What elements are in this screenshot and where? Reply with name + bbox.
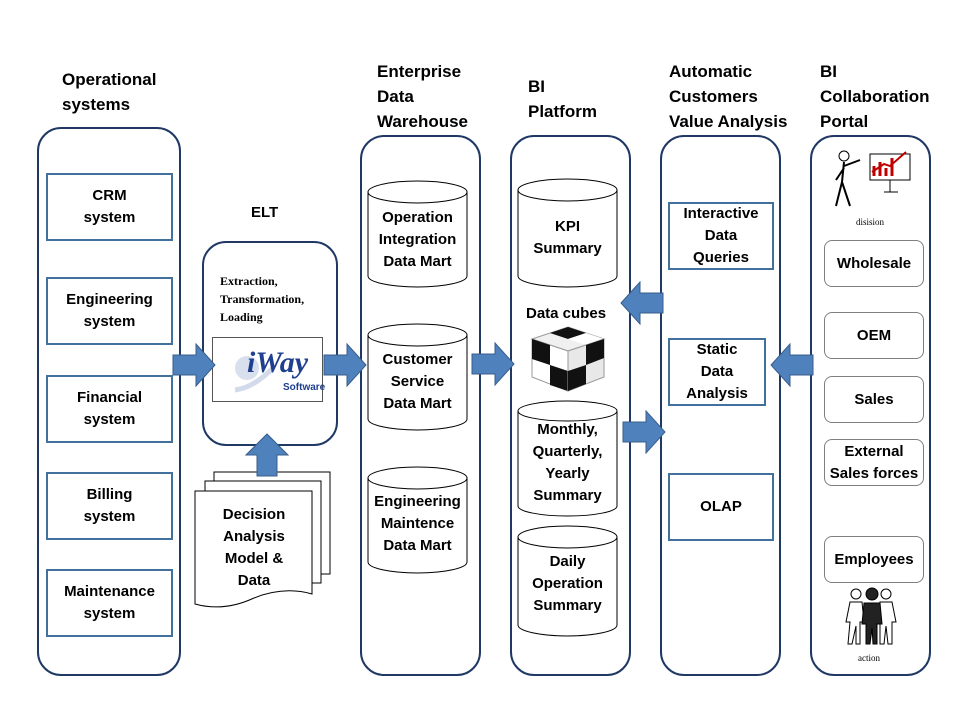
header-collaboration-portal: BI Collaboration Portal — [820, 62, 930, 131]
iway-logo: iWay Software — [212, 337, 326, 402]
engineering-maintence-label: Engineering Maintence Data Mart — [374, 493, 461, 554]
oem-item: OEM — [824, 312, 924, 359]
decision-document-label: Decision Analysis Model & Data — [222, 506, 286, 589]
customer-service-data-mart: Customer Service Data Mart — [367, 323, 468, 431]
billing-system-box: Billing system — [46, 472, 173, 540]
kpi-summary-label: KPI Summary — [533, 218, 602, 257]
periodic-summary-label: Monthly, Quarterly, Yearly Summary — [532, 421, 603, 504]
operation-integration-data-mart: Operation Integration Data Mart — [367, 180, 468, 288]
arrow-bi-to-analysis — [622, 410, 666, 454]
header-operational-systems: Operational systems — [62, 70, 157, 114]
data-cubes-label: Data cubes — [526, 305, 607, 322]
interactive-data-queries-box: Interactive Data Queries — [668, 202, 774, 270]
engineering-system-box: Engineering system — [46, 277, 173, 345]
iway-logo-graphic — [234, 356, 275, 393]
people-group-icon — [842, 586, 902, 646]
daily-operation-label: Daily Operation Summary — [532, 553, 603, 614]
customer-service-label: Customer Service Data Mart — [382, 351, 453, 412]
arrow-ops-to-elt — [172, 343, 216, 387]
daily-operation-cylinder: Daily Operation Summary — [517, 525, 618, 637]
operation-integration-label: Operation Integration Data Mart — [378, 209, 457, 270]
arrow-elt-to-edw — [323, 343, 367, 387]
arrow-edw-to-bi — [471, 342, 515, 386]
periodic-summary-cylinder: Monthly, Quarterly, Yearly Summary — [517, 400, 618, 518]
arrow-analysis-to-bi — [620, 281, 664, 325]
header-elt: ELT — [251, 204, 279, 221]
external-sales-forces-item: External Sales forces — [824, 439, 924, 486]
crm-system-box: CRM system — [46, 173, 173, 241]
iway-logo-subtext: Software — [283, 382, 326, 393]
decision-presenter-icon — [832, 148, 914, 212]
data-cube-icon — [528, 325, 608, 395]
financial-system-box: Financial system — [46, 375, 173, 443]
wholesale-item: Wholesale — [824, 240, 924, 287]
maintenance-system-box: Maintenance system — [46, 569, 173, 637]
header-bi-platform: BI Platform — [528, 77, 597, 121]
decision-document-stack: Decision Analysis Model & Data — [194, 470, 334, 615]
arrow-portal-to-analysis — [770, 343, 814, 387]
header-customer-value-analysis: Automatic Customers Value Analysis — [669, 62, 788, 131]
document-stack-icon — [194, 471, 331, 608]
olap-box: OLAP — [668, 473, 774, 541]
elt-steps-text: Extraction, Transformation, Loading — [220, 274, 305, 324]
sales-item: Sales — [824, 376, 924, 423]
kpi-summary-cylinder: KPI Summary — [517, 178, 618, 288]
arrow-decision-up-to-elt — [245, 433, 289, 477]
iway-logo-text: iWay — [247, 346, 309, 379]
decision-caption: disision — [856, 217, 885, 227]
header-enterprise-data-warehouse: Enterprise Data Warehouse — [377, 62, 469, 131]
engineering-maintence-data-mart: Engineering Maintence Data Mart — [367, 466, 468, 574]
employees-item: Employees — [824, 536, 924, 583]
static-data-analysis-box: Static Data Analysis — [668, 338, 766, 406]
action-caption: action — [858, 653, 880, 663]
